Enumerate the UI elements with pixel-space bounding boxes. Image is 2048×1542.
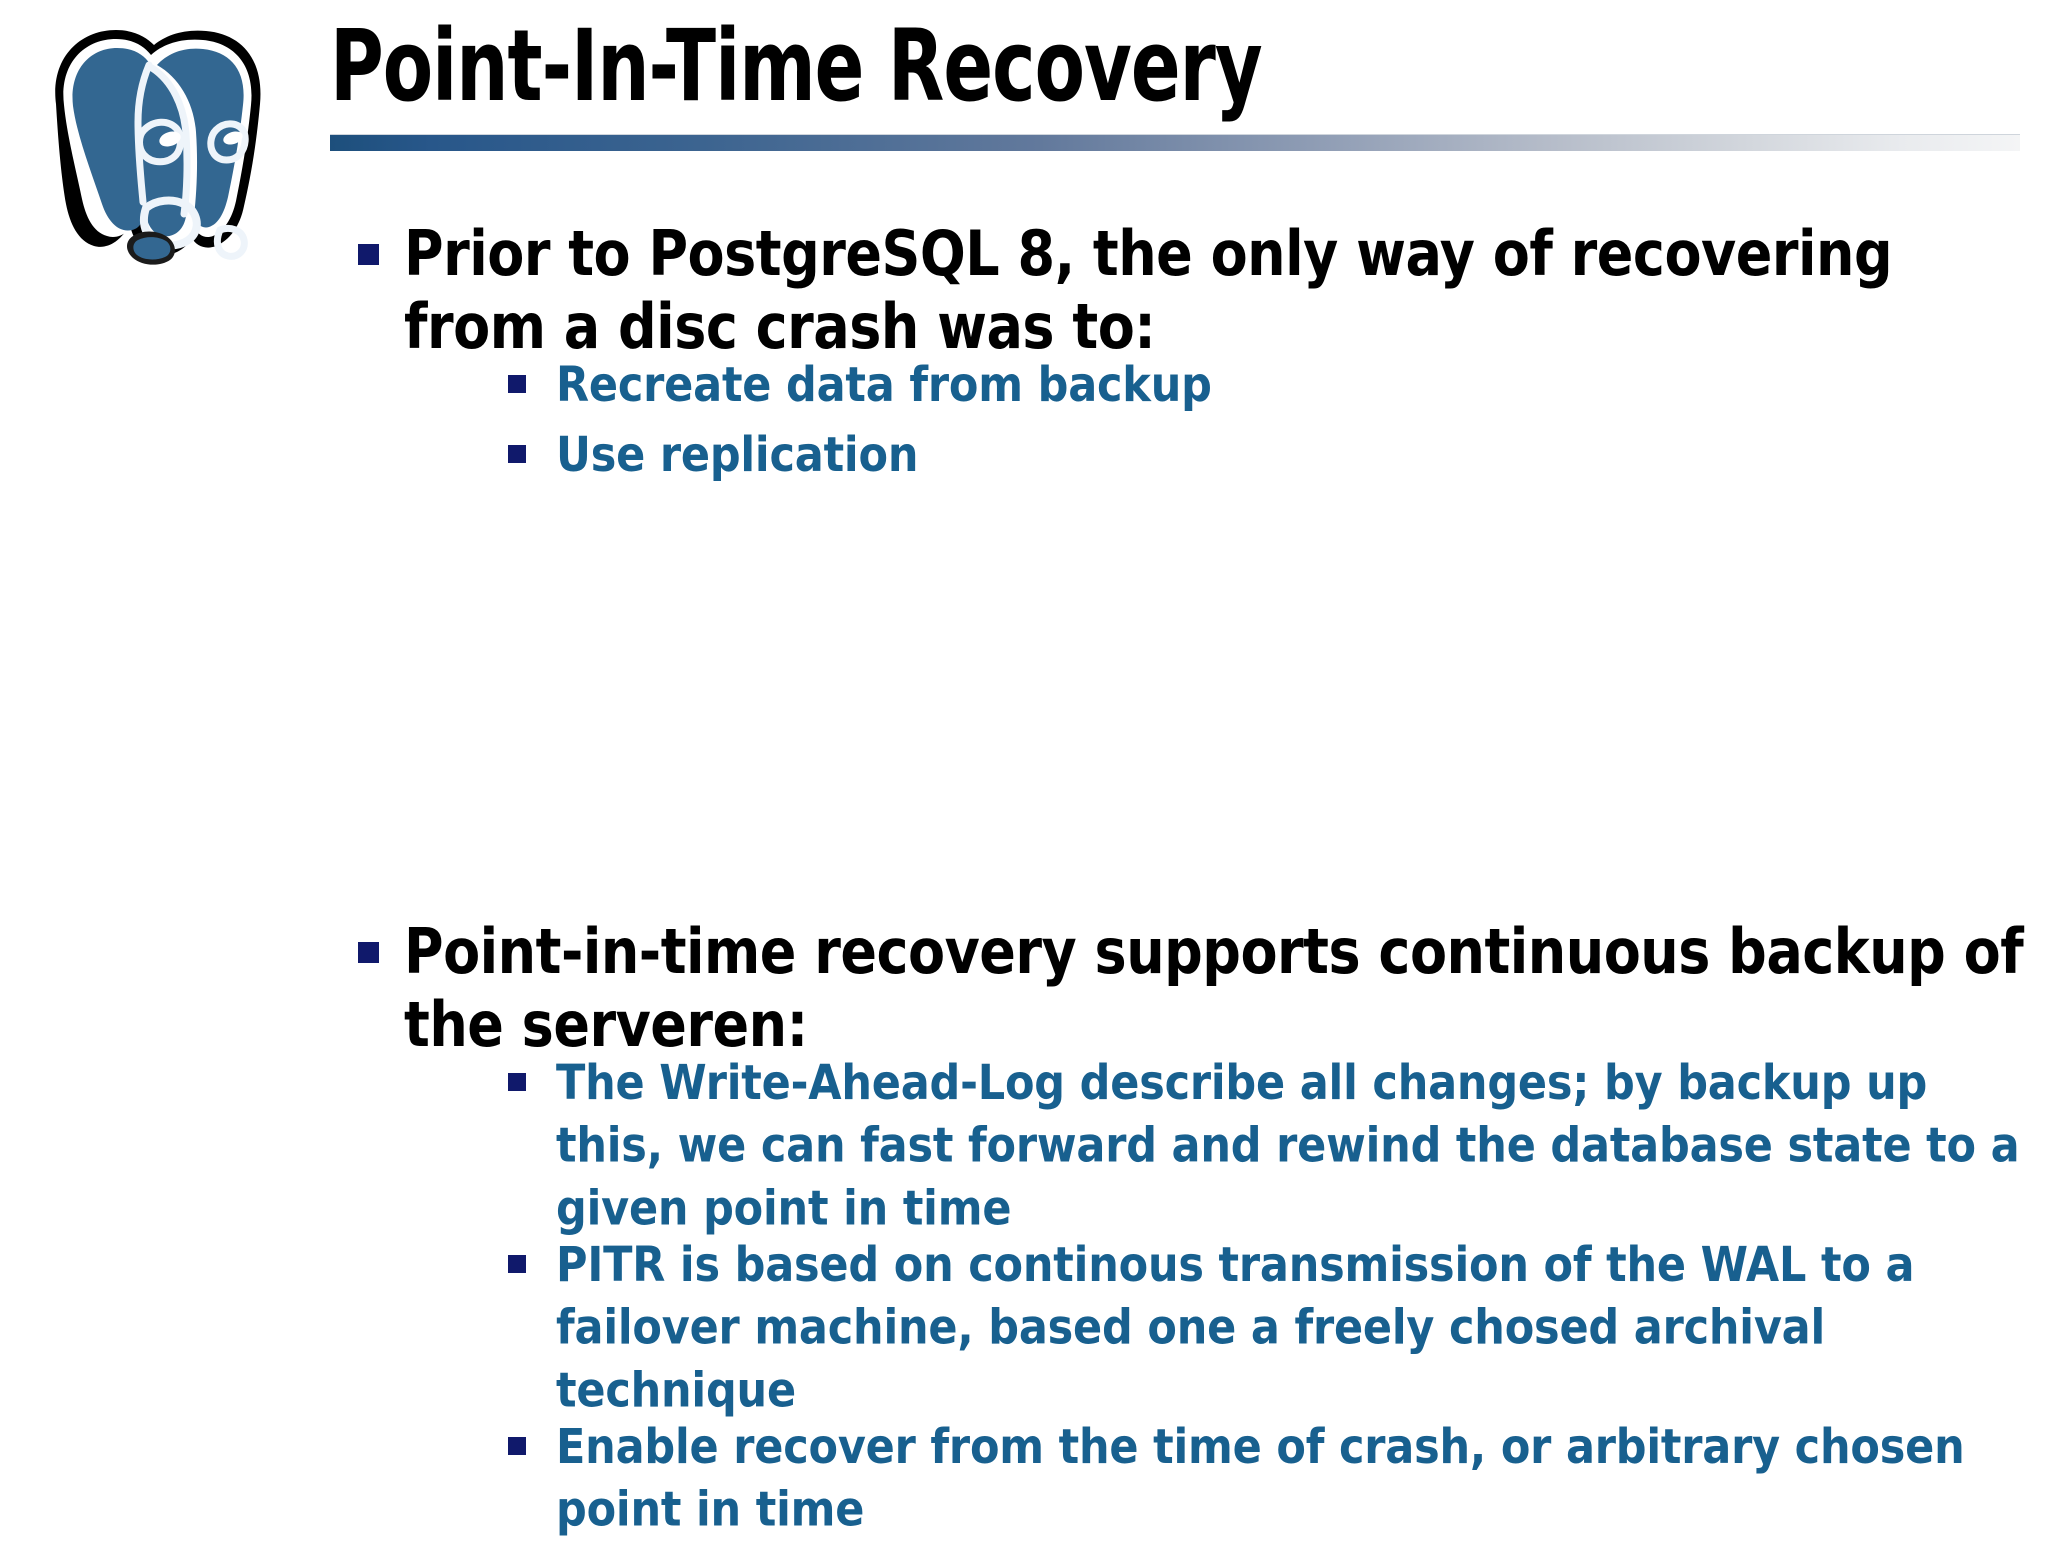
list-item: Enable recover from the time of crash, o…: [500, 1417, 2030, 1537]
bullet-square-icon: [508, 1073, 526, 1092]
bullet-group-2: Point-in-time recovery supports continuo…: [330, 914, 2030, 1542]
list-item: Point-in-time recovery supports continuo…: [330, 914, 2030, 1537]
bullet-square-icon: [358, 244, 379, 265]
bullet-text-level2: Recreate data from backup: [556, 357, 1212, 414]
bullet-text-level1: Prior to PostgreSQL 8, the only way of r…: [404, 216, 1893, 363]
bullet-text-level2: PITR is based on continous transmission …: [556, 1237, 1915, 1419]
sub-bullet-list-2: The Write-Ahead-Log describe all changes…: [404, 1053, 2030, 1537]
postgresql-elephant-logo: [20, 8, 282, 270]
list-item: Prior to PostgreSQL 8, the only way of r…: [330, 216, 2030, 483]
title-block: Point-In-Time Recovery: [330, 14, 2020, 151]
title-underline-gradient-bar: [330, 134, 2020, 151]
sub-bullet-list-1: Recreate data from backup Use replicatio…: [404, 355, 2030, 483]
bullet-text-level2: Use replication: [556, 427, 919, 484]
bullet-text-level2: The Write-Ahead-Log describe all changes…: [556, 1055, 2020, 1237]
bullet-square-icon: [508, 445, 526, 464]
bullet-square-icon: [508, 1254, 526, 1273]
list-item: Use replication: [500, 425, 2030, 483]
bullet-square-icon: [508, 1436, 526, 1455]
bullet-group-1: Prior to PostgreSQL 8, the only way of r…: [330, 216, 2030, 495]
list-item: The Write-Ahead-Log describe all changes…: [500, 1053, 2030, 1237]
page-title: Point-In-Time Recovery: [330, 8, 1263, 124]
list-item: PITR is based on continous transmission …: [500, 1235, 2030, 1418]
bullet-text-level2: Enable recover from the time of crash, o…: [556, 1418, 1965, 1538]
bullet-text-level1: Point-in-time recovery supports continuo…: [404, 914, 2024, 1061]
list-item: Recreate data from backup: [500, 355, 2030, 413]
bullet-square-icon: [358, 942, 379, 963]
bullet-square-icon: [508, 375, 526, 394]
